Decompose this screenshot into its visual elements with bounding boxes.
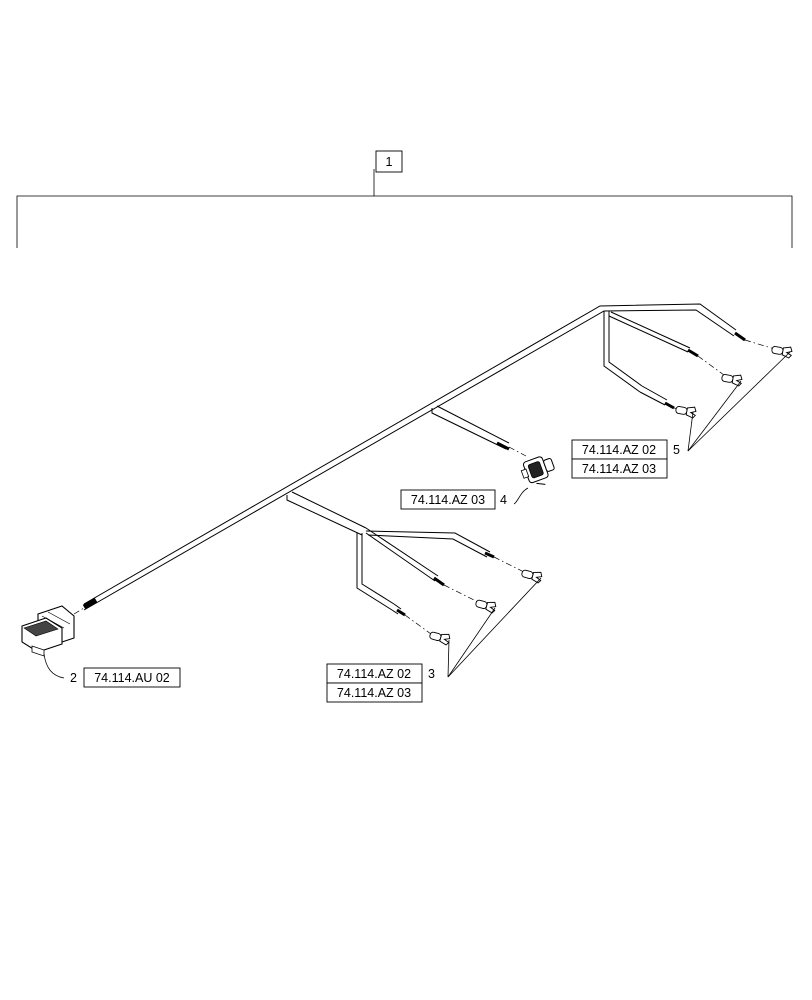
ref-74-114-az-02[interactable]: 74.114.AZ 02 — [337, 667, 411, 681]
left-branch — [286, 491, 525, 635]
ring-terminal-icon — [721, 374, 743, 387]
ring-terminal-icon — [771, 346, 793, 359]
main-connector-icon — [21, 605, 85, 657]
callout-item-4: 74.114.AZ 03 4 — [400, 489, 507, 510]
item-5-label: 5 — [673, 443, 680, 457]
ring-terminal-icon — [429, 631, 451, 646]
assembly-bracket: 1 — [16, 150, 793, 248]
ring-terminal-icon — [675, 406, 697, 419]
left-terminals — [429, 569, 543, 678]
small-connector-icon — [520, 456, 555, 485]
item-2-label: 2 — [70, 671, 77, 685]
ring-terminal-icon — [475, 599, 497, 614]
callout-item-2: 2 74.114.AU 02 — [70, 667, 181, 688]
item-1-label: 1 — [386, 155, 393, 169]
right-branch — [603, 311, 779, 411]
ref-74-114-az-03[interactable]: 74.114.AZ 03 — [337, 686, 411, 700]
ring-terminal-icon — [521, 569, 543, 584]
ref-74-114-au-02[interactable]: 74.114.AU 02 — [94, 671, 170, 685]
item-4-label: 4 — [500, 493, 507, 507]
ref-74-114-az-03[interactable]: 74.114.AZ 03 — [411, 493, 485, 507]
callout-item-5: 74.114.AZ 02 74.114.AZ 03 5 — [571, 439, 680, 479]
callout-item-3: 74.114.AZ 02 74.114.AZ 03 3 — [326, 663, 435, 703]
middle-branch — [431, 405, 527, 457]
ref-74-114-az-03[interactable]: 74.114.AZ 03 — [582, 462, 656, 476]
ref-74-114-az-02[interactable]: 74.114.AZ 02 — [582, 443, 656, 457]
right-terminals — [675, 346, 793, 452]
item-3-label: 3 — [428, 667, 435, 681]
main-harness — [82, 303, 746, 611]
